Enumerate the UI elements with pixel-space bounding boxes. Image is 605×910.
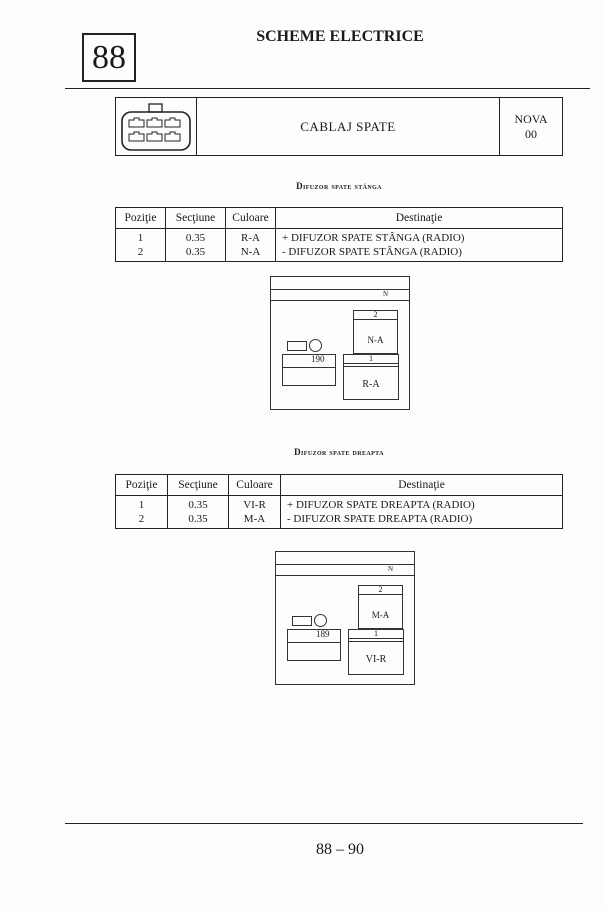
connector-diagram: N 2 M-A 1 VI-R 189 [275, 551, 415, 685]
col-header: Culoare [228, 474, 281, 496]
section-heading: Difuzor spate dreapta [294, 447, 384, 457]
col-header: Secţiune [167, 474, 229, 496]
col-header: Secţiune [165, 207, 226, 229]
harness-code: NOVA 00 [499, 98, 562, 155]
harness-header: CABLAJ SPATE NOVA 00 [115, 97, 563, 156]
col-header: Poziţie [115, 207, 166, 229]
section-heading: Difuzor spate stânga [296, 181, 382, 191]
connector-diagram: N 2 N-A 1 R-A 190 [270, 276, 410, 410]
col-header: Poziţie [115, 474, 168, 496]
8-pin-connector-icon [116, 98, 197, 155]
chapter-number: 88 [82, 33, 136, 82]
code-line2: 00 [525, 126, 537, 141]
header-divider [65, 88, 590, 89]
page-number: 88 – 90 [316, 841, 364, 858]
harness-name: CABLAJ SPATE [300, 118, 396, 134]
page-title: SCHEME ELECTRICE [256, 28, 424, 45]
col-header: Destinaţie [280, 474, 563, 496]
code-line1: NOVA [514, 111, 548, 126]
footer-divider [65, 823, 583, 824]
col-header: Culoare [225, 207, 276, 229]
col-header: Destinaţie [275, 207, 563, 229]
